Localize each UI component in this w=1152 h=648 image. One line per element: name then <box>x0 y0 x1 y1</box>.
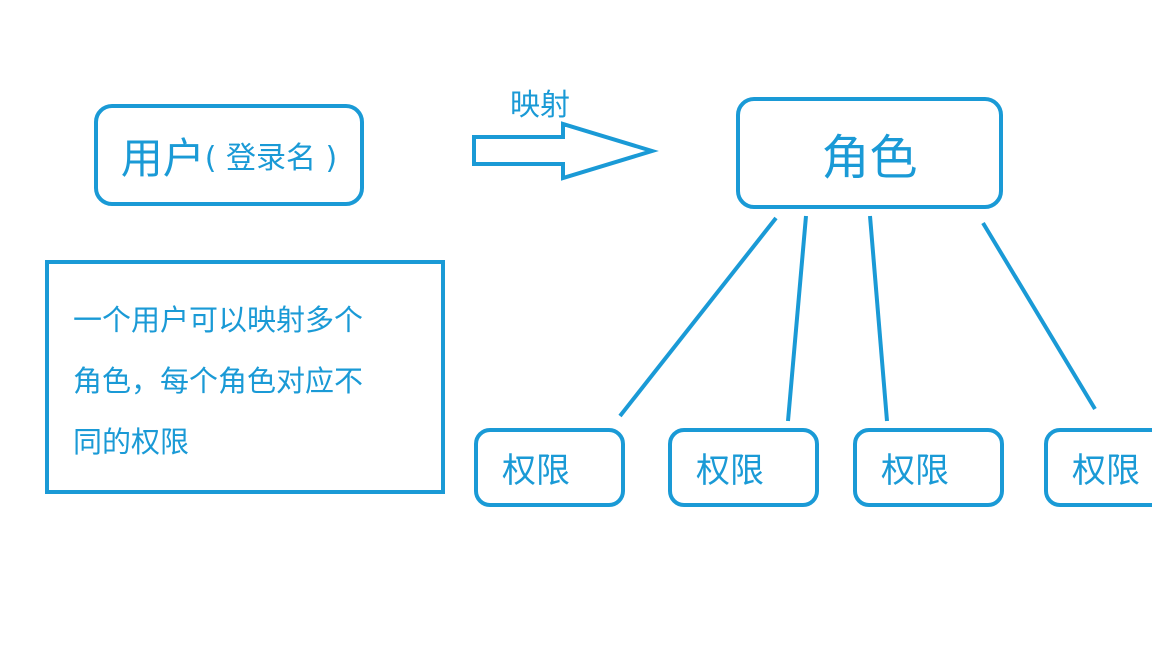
permission-node-1: 权限 <box>474 428 625 507</box>
user-node-sublabel: ( 登录名 ) <box>204 141 338 176</box>
user-node-label: 用户 <box>120 133 205 183</box>
permission-node-label: 权限 <box>1072 451 1140 491</box>
mapping-arrow-label: 映射 <box>510 88 570 123</box>
permission-node-label: 权限 <box>502 451 570 491</box>
note-line-1: 一个用户可以映射多个 <box>73 303 364 337</box>
connector-role-permission-2 <box>786 215 808 422</box>
connector-role-permission-3 <box>868 215 889 422</box>
permission-node-label: 权限 <box>696 451 764 491</box>
user-node: 用户( 登录名 ) <box>94 104 364 206</box>
note-line-2: 角色，每个角色对应不 <box>73 364 364 398</box>
permission-node-3: 权限 <box>853 428 1004 507</box>
mapping-arrow <box>472 121 659 181</box>
permission-node-2: 权限 <box>668 428 819 507</box>
note-box: 一个用户可以映射多个 角色，每个角色对应不 同的权限 <box>45 260 445 494</box>
role-node: 角色 <box>736 97 1003 209</box>
role-node-label: 角色 <box>821 130 918 186</box>
connector-role-permission-4 <box>981 221 1097 411</box>
note-line-3: 同的权限 <box>73 425 190 459</box>
connector-role-permission-1 <box>618 216 778 418</box>
permission-node-label: 权限 <box>881 451 949 491</box>
permission-node-4: 权限 <box>1044 428 1152 507</box>
